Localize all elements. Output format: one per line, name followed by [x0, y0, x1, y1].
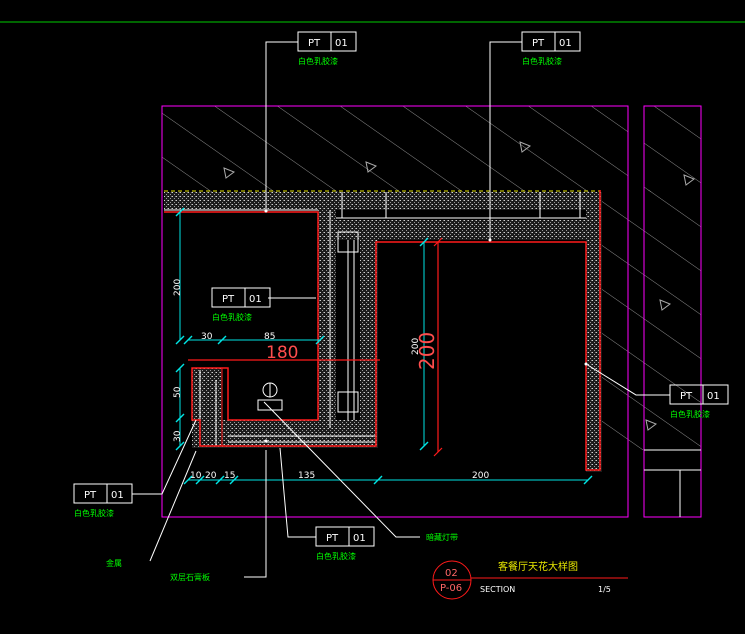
- pt-tag-code: PT: [222, 294, 235, 305]
- dim-85: 85: [264, 332, 275, 342]
- pt-tag-code: PT: [532, 38, 545, 49]
- pt-tag-material: 白色乳胶漆: [316, 551, 356, 561]
- drawing-title: 客餐厅天花大样图: [498, 560, 578, 573]
- pt-tag-material: 白色乳胶漆: [522, 56, 562, 66]
- pt-tag: PT 01 白色乳胶漆: [315, 526, 375, 561]
- dim-30b: 30: [173, 430, 183, 442]
- sheet-number: P-06: [440, 583, 462, 594]
- dim-135: 135: [298, 471, 315, 481]
- dim-30: 30: [201, 332, 213, 342]
- pt-tag-code: PT: [308, 38, 321, 49]
- pt-tag-number: 01: [559, 38, 572, 49]
- dim-50: 50: [173, 386, 183, 398]
- pt-tag-material: 白色乳胶漆: [298, 56, 338, 66]
- section-frame-main: [161, 105, 629, 518]
- pt-tag-material: 白色乳胶漆: [670, 409, 710, 419]
- pt-tag-code: PT: [680, 391, 693, 402]
- pt-tag-box: [73, 483, 133, 504]
- dim-15: 15: [224, 471, 235, 481]
- gypsum-board-layers: [164, 192, 602, 472]
- leader-lines: [132, 41, 670, 578]
- pt-tag: PT 01 白色乳胶漆: [73, 483, 133, 518]
- pt-tag-box: [669, 384, 729, 405]
- section-number: 02: [445, 568, 458, 579]
- pt-tag: PT 01 白色乳胶漆: [521, 31, 581, 66]
- section-label: SECTION: [480, 585, 515, 594]
- dim-200-big: 200: [415, 332, 439, 370]
- dim-20: 20: [205, 471, 217, 481]
- pt-tag-number: 01: [111, 490, 124, 501]
- dim-180: 180: [266, 343, 298, 363]
- pt-tag-box: [211, 287, 271, 308]
- dim-200-small: 200: [411, 338, 421, 355]
- dimension-ticks: [175, 207, 593, 485]
- primary-dimensions: [188, 237, 443, 457]
- pt-tag: PT 01 白色乳胶漆: [297, 31, 357, 66]
- leader-arrows: [264, 209, 588, 443]
- pt-tag-code: PT: [84, 490, 97, 501]
- pt-tag: PT 01 白色乳胶漆: [669, 384, 729, 419]
- pt-tag-box: [521, 31, 581, 52]
- section-frame-side: [643, 105, 702, 518]
- dim-10: 10: [190, 471, 202, 481]
- scale-label: 1/5: [598, 585, 611, 594]
- pt-tag-material: 白色乳胶漆: [212, 312, 252, 322]
- pt-tag-number: 01: [335, 38, 348, 49]
- dim-200-bottom: 200: [472, 471, 489, 481]
- structure-lines: [164, 192, 701, 517]
- note-metal: 金属: [106, 558, 122, 568]
- pt-tag-material: 白色乳胶漆: [74, 508, 114, 518]
- dimension-texts: 200 30 85 50 30 10 20 15 135 200 200: [173, 279, 489, 481]
- pt-tag-number: 01: [353, 533, 366, 544]
- pt-tag-number: 01: [707, 391, 720, 402]
- dim-200-left: 200: [173, 279, 183, 296]
- pt-tag-number: 01: [249, 294, 262, 305]
- pt-tag-box: [297, 31, 357, 52]
- pt-tag-code: PT: [326, 533, 339, 544]
- note-gypsum: 双层石膏板: [170, 572, 210, 582]
- led-fixture: [257, 382, 283, 411]
- title-block: 02 P-06 客餐厅天花大样图 SECTION 1/5: [432, 560, 628, 600]
- concrete-slab: [162, 106, 701, 450]
- pt-tag: PT 01 白色乳胶漆: [211, 287, 271, 322]
- note-led: 暗藏灯带: [426, 532, 458, 542]
- finish-outline: [164, 190, 601, 471]
- pt-tag-box: [315, 526, 375, 547]
